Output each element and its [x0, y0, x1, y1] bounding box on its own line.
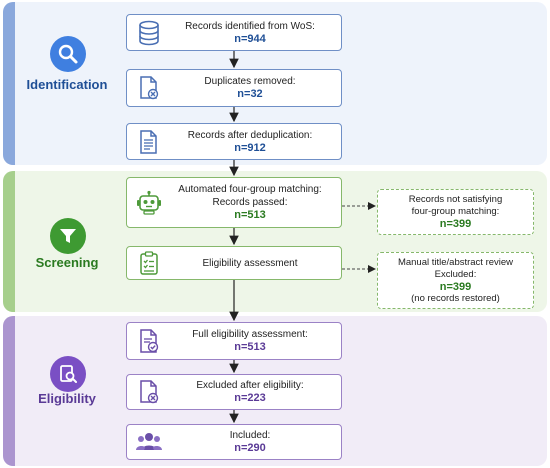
included-count: n=290 — [234, 442, 266, 454]
eligibility-assessment-label: Eligibility assessment — [202, 257, 298, 269]
full-eligibility-box: Full eligibility assessment: n=513 — [126, 322, 342, 360]
document-x-icon — [133, 72, 165, 104]
full-eligibility-count: n=513 — [234, 341, 266, 353]
included-box: Included: n=290 — [126, 424, 342, 460]
records-identified-count: n=944 — [234, 32, 266, 45]
not-satisfying-count: n=399 — [439, 218, 472, 230]
document-check-icon — [133, 325, 165, 357]
records-deduplicated-box: Records after deduplication: n=912 — [126, 123, 342, 160]
screening-label: Screening — [35, 255, 99, 270]
records-identified-box: Records identified from WoS: n=944 — [126, 14, 342, 51]
group-icon — [133, 426, 165, 458]
excluded-after-eligibility-label: Excluded after eligibility: — [196, 380, 304, 391]
manual-review-label-2: Excluded: — [434, 269, 477, 280]
magnifier-icon — [50, 36, 86, 72]
automated-matching-label: Automated four-group matching: — [178, 184, 322, 195]
not-satisfying-label-1: Records not satisfying — [408, 194, 503, 205]
document-x-icon — [133, 376, 165, 408]
document-icon — [133, 126, 165, 158]
duplicates-removed-count: n=32 — [237, 88, 263, 100]
records-passed-label: Records passed: — [212, 197, 288, 208]
manual-review-count: n=399 — [439, 281, 472, 293]
records-identified-label: Records identified from WoS: — [185, 20, 315, 32]
eligibility-label: Eligibility — [38, 391, 96, 406]
database-icon — [133, 17, 165, 49]
records-deduplicated-count: n=912 — [234, 141, 266, 154]
records-passed-count: n=513 — [234, 209, 266, 221]
identification-label: Identification — [26, 77, 108, 92]
records-deduplicated-label: Records after deduplication: — [187, 129, 313, 141]
excluded-after-eligibility-count: n=223 — [234, 392, 266, 404]
automated-matching-box: Automated four-group matching: Records p… — [126, 177, 342, 228]
funnel-icon — [50, 218, 86, 254]
included-label: Included: — [229, 430, 271, 441]
not-satisfying-label-2: four-group matching: — [411, 206, 500, 217]
manual-review-note: (no records restored) — [411, 293, 500, 304]
manual-review-label-1: Manual title/abstract review — [397, 257, 514, 268]
robot-icon — [133, 187, 165, 219]
duplicates-removed-label: Duplicates removed: — [204, 76, 296, 87]
document-search-icon — [50, 356, 86, 392]
not-satisfying-box: Records not satisfying four-group matchi… — [377, 189, 534, 235]
manual-review-box: Manual title/abstract review Excluded: n… — [377, 252, 534, 309]
duplicates-removed-box: Duplicates removed: n=32 — [126, 69, 342, 107]
full-eligibility-label: Full eligibility assessment: — [192, 329, 308, 340]
eligibility-assessment-box: Eligibility assessment — [126, 246, 342, 280]
excluded-after-eligibility-box: Excluded after eligibility: n=223 — [126, 374, 342, 410]
clipboard-checklist-icon — [133, 247, 165, 279]
